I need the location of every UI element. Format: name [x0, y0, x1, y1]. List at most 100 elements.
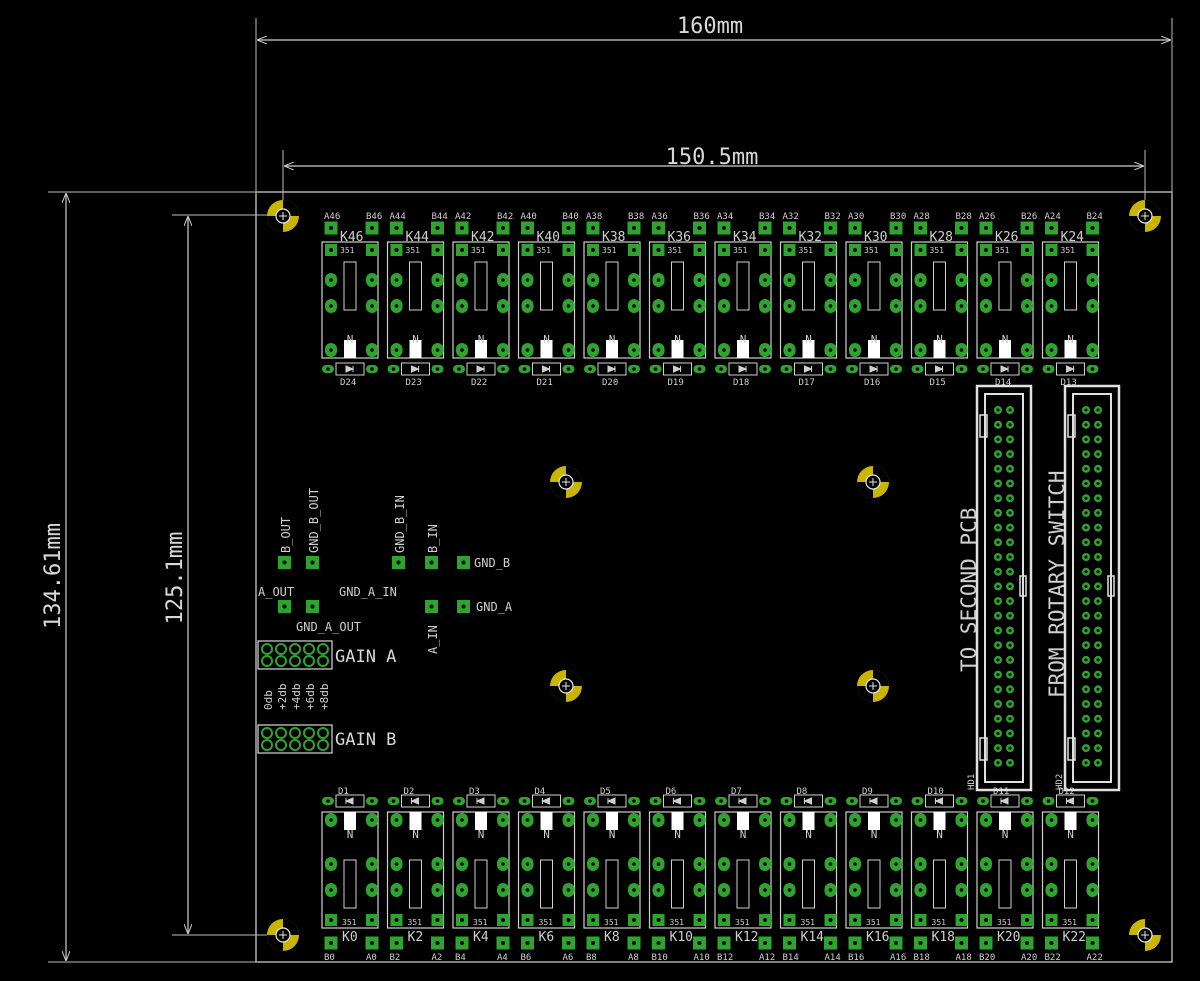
diode-label: D2: [404, 787, 415, 797]
svg-text:N: N: [674, 828, 681, 841]
relay-name: K28: [930, 230, 953, 245]
label-gnd-a: GND_A: [476, 600, 513, 614]
diode-label: D18: [733, 378, 749, 388]
terminal-label: A10: [694, 953, 710, 963]
to-second-pcb-label: TO SECOND PCB: [957, 508, 981, 672]
svg-text:N: N: [347, 333, 354, 346]
terminal-label: A20: [1021, 953, 1037, 963]
terminal-label: A18: [956, 953, 972, 963]
jumper-pin: [289, 739, 301, 751]
dimension-inner-width: 150.5mm: [282, 145, 1146, 212]
diode-icon: [1042, 794, 1099, 808]
dimension-outer-height: 134.61mm: [41, 191, 258, 963]
terminal-label: B22: [1045, 953, 1061, 963]
terminal-label: A24: [1045, 212, 1061, 222]
resistor-code: 351: [342, 918, 357, 927]
jumper-pin: [275, 655, 287, 667]
mount-hole-icon: [267, 919, 299, 951]
jumper-pin: [303, 655, 315, 667]
svg-text:N: N: [1067, 828, 1074, 841]
svg-text:N: N: [740, 333, 747, 346]
jumper-pin: [275, 643, 287, 655]
terminal-label: B28: [956, 212, 972, 222]
dimension-outer-width: 160mm: [255, 14, 1173, 195]
gain-step-label: +8db: [318, 684, 331, 711]
svg-text:N: N: [936, 333, 943, 346]
terminal-label: B0: [324, 953, 335, 963]
diode-icon: [322, 794, 378, 808]
svg-text:N: N: [347, 828, 354, 841]
jumper-pin: [261, 739, 273, 751]
jumper-pin: [261, 655, 273, 667]
gain-a-label: GAIN A: [335, 647, 396, 667]
resistor-code: 351: [1063, 918, 1078, 927]
label-gnd-b-in: GND_B_IN: [393, 495, 407, 553]
hd1-label: HD1: [967, 774, 977, 790]
terminal-label: B20: [979, 953, 995, 963]
terminal-label: A32: [783, 212, 799, 222]
relay-name: K30: [864, 230, 887, 245]
gain-step-label: 0db: [262, 690, 275, 710]
diode-icon: [518, 362, 575, 376]
terminal-label: A8: [628, 953, 639, 963]
terminal-label: A36: [652, 212, 668, 222]
mount-hole-icon: [857, 670, 889, 702]
svg-text:N: N: [478, 828, 485, 841]
resistor-code: 351: [471, 246, 486, 255]
mount-hole-icon: [1129, 919, 1161, 951]
jumper-pin: [289, 727, 301, 739]
diode-icon: [780, 362, 837, 376]
terminal-label: B14: [783, 953, 799, 963]
diode-label: D1: [338, 787, 349, 797]
gain-a-selector: GAIN A: [257, 640, 396, 670]
label-gnd-a-out: GND_A_OUT: [296, 620, 361, 634]
dim-outer-height-label: 134.61mm: [41, 523, 66, 629]
diode-label: D24: [340, 378, 356, 388]
relay-name: K20: [997, 930, 1020, 945]
diode-icon: [649, 794, 706, 808]
diode-label: D9: [862, 787, 873, 797]
svg-text:N: N: [740, 828, 747, 841]
terminal-label: A28: [914, 212, 930, 222]
svg-text:N: N: [805, 333, 812, 346]
dim-outer-width-label: 160mm: [677, 14, 743, 39]
resistor-code: 351: [602, 246, 617, 255]
svg-text:N: N: [1002, 828, 1009, 841]
terminal-label: B4: [455, 953, 466, 963]
relay-name: K4: [473, 930, 489, 945]
resistor-code: 351: [930, 246, 945, 255]
terminal-label: B26: [1021, 212, 1037, 222]
terminal-label: B2: [390, 953, 401, 963]
mount-hole-icon: [1129, 200, 1161, 232]
jumper-pin: [303, 643, 315, 655]
svg-text:N: N: [412, 828, 419, 841]
diode-label: D6: [666, 787, 677, 797]
mount-hole-icon: [550, 466, 582, 498]
svg-text:N: N: [478, 333, 485, 346]
relay-name: K10: [670, 930, 693, 945]
header-hd1: HD1 TO SECOND PCB: [957, 384, 1033, 792]
label-a-in: A_IN: [426, 625, 440, 654]
terminal-label: A34: [717, 212, 733, 222]
diode-label: D5: [600, 787, 611, 797]
terminal-label: B44: [432, 212, 448, 222]
resistor-code: 351: [604, 918, 619, 927]
label-b-out: B_OUT: [279, 517, 293, 553]
svg-text:N: N: [543, 333, 550, 346]
resistor-code: 351: [406, 246, 421, 255]
label-gnd-b: GND_B: [474, 556, 510, 570]
terminal-label: B16: [848, 953, 864, 963]
